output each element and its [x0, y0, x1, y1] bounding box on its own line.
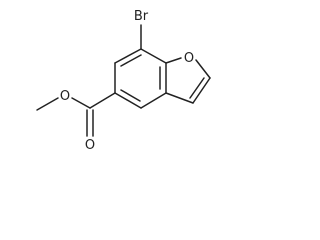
bond-ether-o-methyl — [36, 97, 59, 111]
bond-c7a-o1 — [165, 57, 182, 64]
bond-c4-c5 — [114, 92, 142, 109]
bond-c5-carbonyl — [89, 92, 116, 109]
furan-oxygen-label: O — [184, 51, 194, 66]
bond-inner-c4-c5 — [120, 89, 141, 102]
bond-inner-c6-c7 — [120, 54, 142, 67]
ester-oxygen-label: O — [60, 89, 70, 104]
bond-c7-c7a — [140, 48, 167, 64]
bond-c3a-c4 — [140, 92, 167, 109]
molecule-structure: Br O O O — [36, 9, 211, 153]
bond-carbonyl-ether-o — [71, 97, 91, 109]
bond-c2-c3 — [192, 77, 211, 104]
bond-o1-c2 — [195, 59, 211, 79]
carbonyl-oxygen-label: O — [85, 138, 95, 153]
bromine-label: Br — [134, 9, 149, 24]
bond-c3-c3a — [165, 92, 194, 104]
bond-c2-c3-double — [189, 77, 205, 99]
bond-c6-c7 — [114, 48, 142, 64]
